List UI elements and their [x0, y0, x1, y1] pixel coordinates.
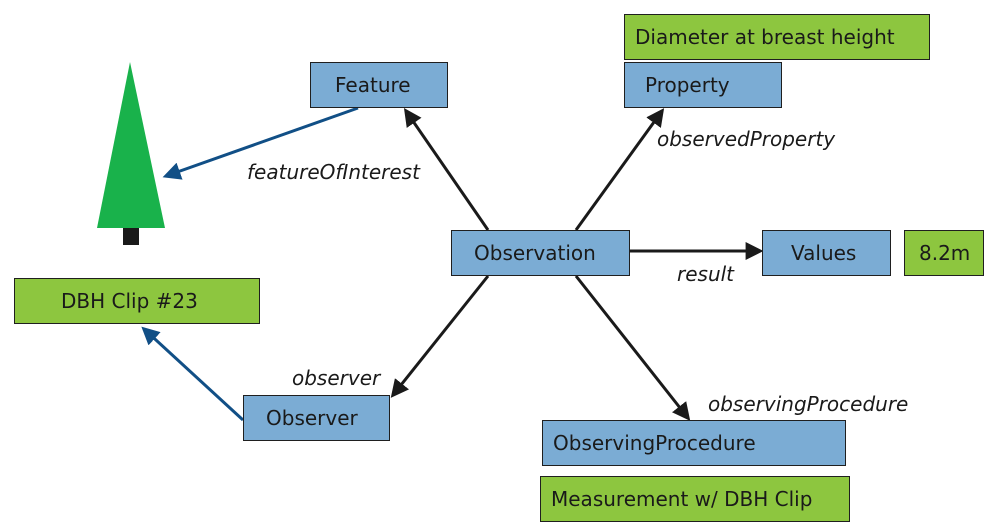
feature-node: Feature — [310, 62, 448, 108]
feature-node-label: Feature — [335, 73, 411, 97]
value-example-label: 8.2m — [919, 241, 971, 265]
observed-property-label: observedProperty — [657, 127, 836, 151]
values-node: Values — [762, 230, 891, 276]
observer-relation-label: observer — [292, 366, 381, 390]
values-node-label: Values — [791, 241, 857, 265]
observing-procedure-node: ObservingProcedure — [542, 420, 846, 466]
observing-procedure-node-label: ObservingProcedure — [553, 431, 756, 455]
property-node: Property — [624, 62, 782, 108]
feature-of-interest-label: featureOfInterest — [247, 160, 420, 184]
arrow-observer-to-clip — [141, 326, 245, 422]
property-node-label: Property — [645, 73, 730, 97]
observer-example-box: DBH Clip #23 — [14, 278, 260, 324]
observer-node: Observer — [243, 395, 390, 441]
arrow-feature-to-tree — [162, 106, 359, 180]
observer-example-label: DBH Clip #23 — [61, 289, 198, 313]
observing-procedure-relation-label: observingProcedure — [708, 392, 909, 416]
observation-node: Observation — [451, 230, 630, 276]
property-example-label: Diameter at breast height — [635, 25, 895, 49]
result-label: result — [677, 262, 735, 286]
property-example-box: Diameter at breast height — [624, 14, 930, 60]
arrow-observing-procedure — [574, 275, 691, 421]
arrow-observer — [390, 275, 490, 398]
observation-node-label: Observation — [474, 241, 596, 265]
tree-icon — [97, 62, 165, 245]
procedure-example-label: Measurement w/ DBH Clip — [551, 487, 813, 511]
arrow-feature-of-interest — [403, 108, 490, 231]
arrow-observed-property — [574, 108, 665, 231]
value-example-box: 8.2m — [904, 230, 984, 276]
observer-node-label: Observer — [266, 406, 358, 430]
procedure-example-box: Measurement w/ DBH Clip — [540, 476, 850, 522]
